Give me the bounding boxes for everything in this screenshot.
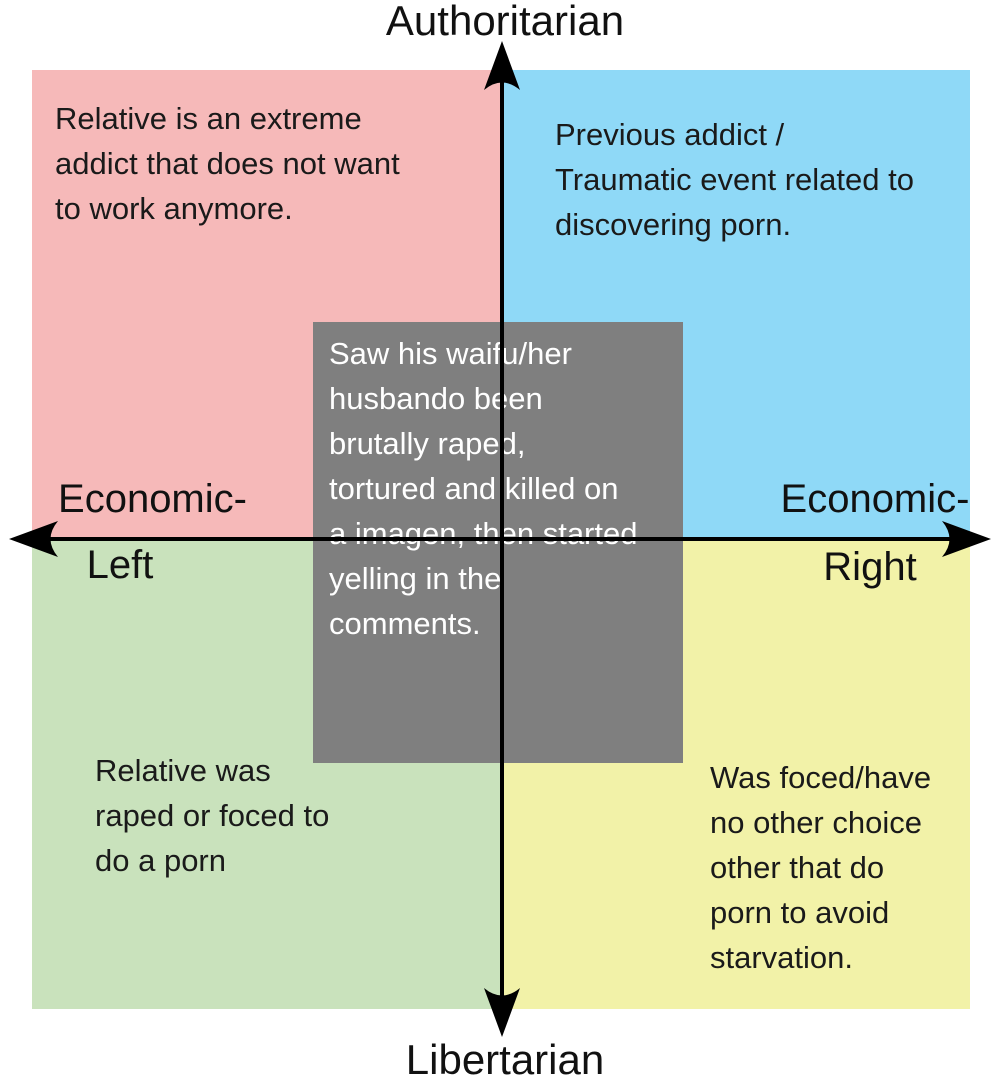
center-overlay: Saw his waifu/her husbando been brutally…	[313, 322, 683, 763]
center-overlay-text: Saw his waifu/her husbando been brutally…	[329, 336, 638, 641]
quadrant-text-libertarian-left: Relative was raped or foced to do a porn	[95, 753, 330, 878]
axis-label-economic-left-line2: Left	[86, 543, 154, 587]
axis-label-economic-right-line1: Economic-	[780, 477, 970, 521]
axis-label-economic-left-line1: Economic-	[58, 477, 247, 521]
quadrant-text-libertarian-right: Was foced/have no other choice other tha…	[710, 760, 932, 975]
quadrant-text-authoritarian-right: Previous addict / Traumatic event relate…	[555, 117, 914, 242]
axis-label-authoritarian: Authoritarian	[385, 0, 625, 44]
axis-label-libertarian: Libertarian	[405, 1036, 605, 1083]
quadrant-text-authoritarian-left: Relative is an extreme addict that does …	[55, 101, 400, 226]
axis-label-economic-right-line2: Right	[823, 545, 917, 589]
